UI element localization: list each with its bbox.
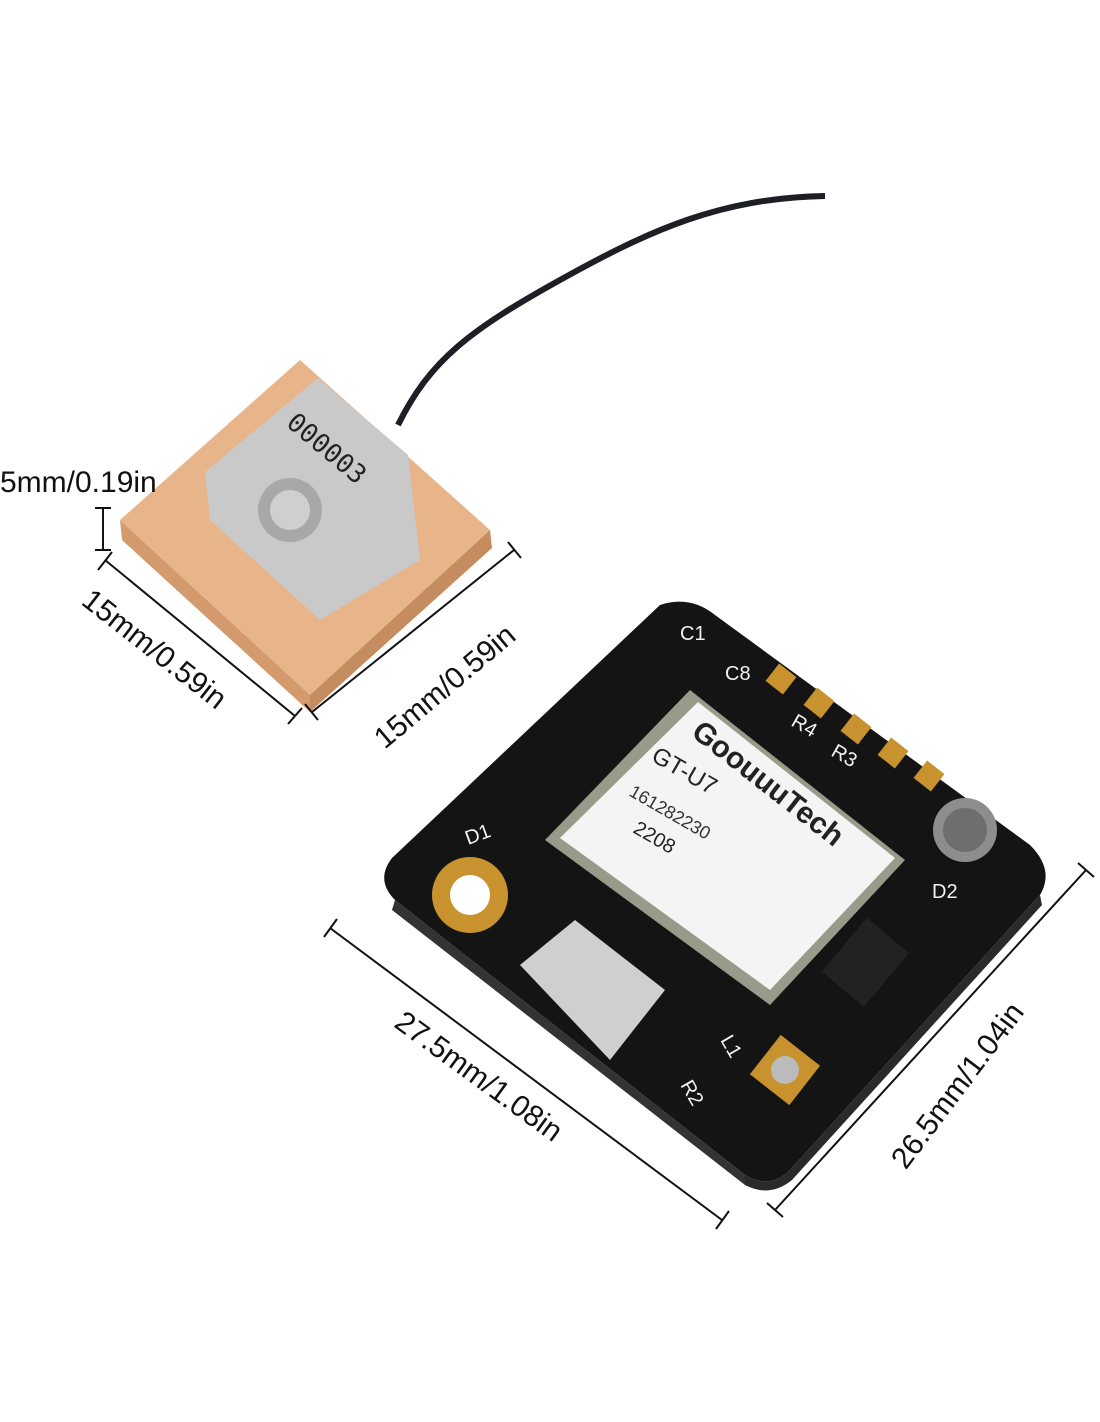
label-d2: D2 (932, 881, 958, 903)
antenna-cable (395, 193, 826, 427)
dimension-lines (95, 507, 1095, 1230)
label-c8: C8 (725, 663, 751, 685)
antenna-height-label: 5mm/0.19in (0, 466, 157, 499)
label-c1: C1 (680, 623, 706, 645)
gps-module-board: GoouuuTech GT-U7 161282230 2208 C1 C8 R4… (384, 601, 1046, 1191)
ceramic-patch-antenna: 000003 (120, 360, 492, 712)
